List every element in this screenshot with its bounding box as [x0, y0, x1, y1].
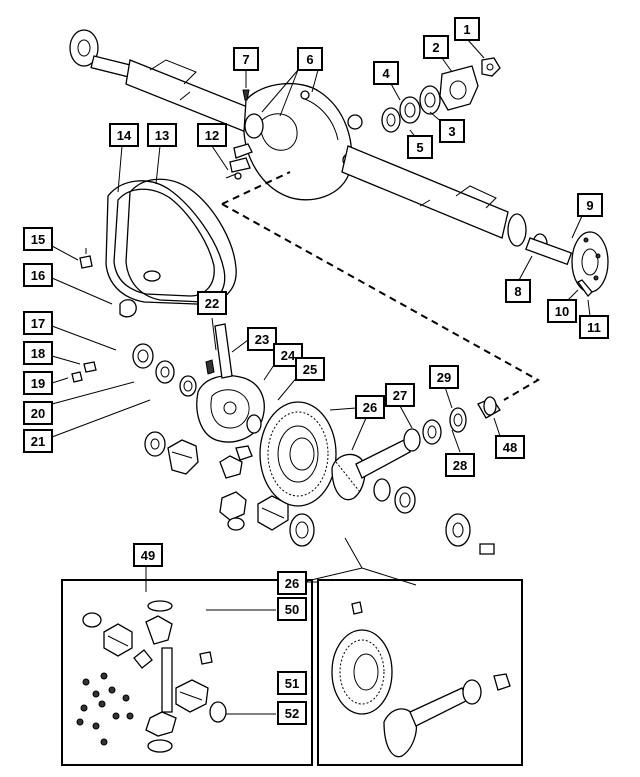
svg-text:48: 48: [503, 440, 517, 455]
callout-6: 6: [297, 47, 323, 71]
svg-text:20: 20: [31, 406, 45, 421]
svg-text:7: 7: [242, 52, 249, 67]
callout-9: 9: [577, 193, 603, 217]
inset-differential-case-kit: [61, 579, 313, 766]
svg-text:51: 51: [285, 676, 299, 691]
svg-text:15: 15: [31, 232, 45, 247]
svg-text:10: 10: [555, 304, 569, 319]
callout-20: 20: [23, 401, 53, 425]
svg-text:11: 11: [587, 320, 601, 335]
callout-23: 23: [247, 327, 277, 351]
callout-19: 19: [23, 371, 53, 395]
callout-7: 7: [233, 47, 259, 71]
svg-text:23: 23: [255, 332, 269, 347]
svg-text:49: 49: [141, 548, 155, 563]
svg-text:16: 16: [31, 268, 45, 283]
svg-text:1: 1: [463, 22, 470, 37]
inset-differential-parts: [76, 600, 227, 753]
callout-50: 50: [277, 597, 307, 621]
ring-gear: [259, 401, 337, 507]
svg-text:19: 19: [31, 376, 45, 391]
callout-12: 12: [197, 123, 227, 147]
callout-8: 8: [505, 279, 531, 303]
left-small-hardware: [71, 248, 137, 383]
callout-2: 2: [423, 35, 449, 59]
callout-48: 48: [495, 435, 525, 459]
callout-49: 49: [133, 543, 163, 567]
pinion-and-bearings: [331, 396, 501, 555]
svg-text:52: 52: [285, 706, 299, 721]
pinion-yoke-seal-parts: [381, 57, 501, 133]
svg-text:17: 17: [31, 316, 45, 331]
axle-housing: [69, 29, 548, 255]
callout-28: 28: [445, 453, 475, 477]
svg-text:18: 18: [31, 346, 45, 361]
callout-18: 18: [23, 341, 53, 365]
svg-text:8: 8: [514, 284, 521, 299]
svg-text:26: 26: [363, 400, 377, 415]
leader-lines: [51, 39, 591, 715]
svg-text:14: 14: [117, 128, 132, 143]
svg-text:6: 6: [306, 52, 313, 67]
callout-21: 21: [23, 429, 53, 453]
cover-and-gasket: [105, 178, 237, 305]
svg-text:9: 9: [586, 198, 593, 213]
svg-text:22: 22: [205, 296, 219, 311]
upper-small-hardware: [225, 89, 253, 180]
svg-text:4: 4: [382, 66, 390, 81]
callout-14: 14: [109, 123, 139, 147]
svg-text:2: 2: [432, 40, 439, 55]
svg-text:21: 21: [31, 434, 45, 449]
callout-16: 16: [23, 263, 53, 287]
svg-text:50: 50: [285, 602, 299, 617]
svg-text:27: 27: [393, 388, 407, 403]
svg-text:12: 12: [205, 128, 219, 143]
callout-4: 4: [373, 61, 399, 85]
callout-11: 11: [579, 315, 609, 339]
callout-3: 3: [439, 119, 465, 143]
inset-ring-pinion-parts: [331, 601, 511, 758]
callout-26-inset: 26: [277, 571, 307, 595]
callout-13: 13: [147, 123, 177, 147]
axle-shaft-flange: [525, 231, 609, 298]
svg-text:13: 13: [155, 128, 169, 143]
svg-text:5: 5: [416, 140, 423, 155]
svg-text:26: 26: [285, 576, 299, 591]
spider-gears: [144, 431, 315, 547]
svg-text:3: 3: [448, 124, 455, 139]
callout-15: 15: [23, 227, 53, 251]
svg-text:29: 29: [437, 370, 451, 385]
callout-22: 22: [197, 291, 227, 315]
inset-ring-pinion-kit: [317, 579, 523, 766]
callout-25: 25: [295, 357, 325, 381]
callout-10: 10: [547, 299, 577, 323]
callout-5: 5: [407, 135, 433, 159]
callout-1: 1: [454, 17, 480, 41]
svg-text:28: 28: [453, 458, 467, 473]
callout-29: 29: [429, 365, 459, 389]
callout-27: 27: [385, 383, 415, 407]
callout-51: 51: [277, 671, 307, 695]
differential-case-assembly: [132, 323, 265, 443]
callout-52: 52: [277, 701, 307, 725]
callout-17: 17: [23, 311, 53, 335]
callout-26: 26: [355, 395, 385, 419]
svg-text:24: 24: [281, 348, 296, 363]
svg-text:25: 25: [303, 362, 317, 377]
